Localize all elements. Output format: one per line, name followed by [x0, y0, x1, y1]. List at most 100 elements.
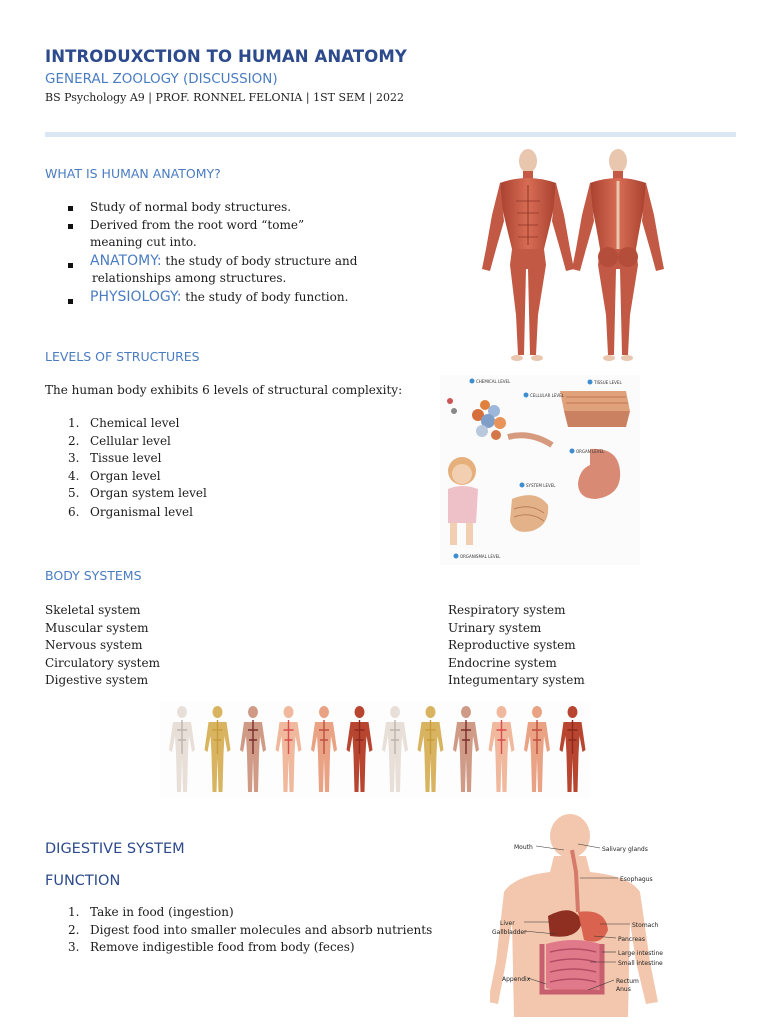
- label-tissue-level: TISSUE LEVEL: [593, 380, 622, 385]
- torso-silhouette: [490, 814, 658, 1017]
- tissue-block: [560, 391, 630, 427]
- label-organ-level: ORGAN LEVEL: [576, 449, 605, 454]
- bullet-marker: [68, 298, 73, 304]
- section-heading-anatomy: WHAT IS HUMAN ANATOMY?: [45, 166, 221, 181]
- body-system-silhouette: [382, 706, 408, 792]
- digestive-system-figure: Mouth Salivary glands Esophagus Liver Ga…: [490, 814, 663, 1017]
- list-item: Study of normal body structures.: [45, 199, 435, 217]
- bullet-text-continued: meaning cut into.: [90, 235, 197, 249]
- system-item: Digestive system: [45, 673, 149, 687]
- body-system-silhouette: [417, 706, 444, 792]
- label-appendix: Appendix: [502, 976, 531, 983]
- label-liver: Liver: [500, 920, 515, 927]
- label-gallbladder: Gallbladder: [492, 929, 527, 936]
- body-systems-left-column: Skeletal system Muscular system Nervous …: [45, 602, 295, 690]
- back-body: [572, 149, 664, 361]
- label-large-intestine: Large intestine: [618, 950, 663, 957]
- document-meta: BS Psychology A9 | PROF. RONNEL FELONIA …: [45, 91, 404, 104]
- label-esophagus: Esophagus: [620, 876, 653, 883]
- term-physiology: PHYSIOLOGY:: [90, 288, 182, 305]
- child-photo: [448, 457, 478, 545]
- digestive-function-list: 1.Take in food (ingestion) 2.Digest food…: [45, 904, 465, 957]
- list-item-text: Take in food (ingestion): [90, 905, 234, 919]
- list-item: 2.Cellular level: [68, 433, 171, 448]
- bullet-text-continued: relationships among structures.: [92, 271, 287, 285]
- list-item: ANATOMY: the study of body structure and…: [45, 253, 435, 288]
- term-anatomy: ANATOMY:: [90, 252, 162, 269]
- body-systems-right-column: Respiratory system Urinary system Reprod…: [448, 602, 698, 690]
- label-pancreas: Pancreas: [618, 936, 645, 943]
- label-system-level: SYSTEM LEVEL: [526, 483, 556, 488]
- system-item: Urinary system: [448, 620, 542, 635]
- list-item: PHYSIOLOGY: the study of body function.: [45, 289, 435, 307]
- liver-shape: [548, 910, 582, 937]
- label-stomach: Stomach: [632, 922, 659, 929]
- label-anus: Anus: [616, 986, 631, 993]
- bullet-text: the study of body function.: [181, 289, 349, 304]
- list-item: 1.Take in food (ingestion): [68, 905, 234, 919]
- body-system-silhouette: [559, 706, 586, 792]
- label-salivary-glands: Salivary glands: [602, 846, 648, 853]
- smooth-muscle-cell: [507, 432, 554, 448]
- label-organismal-level: ORGANISMAL LEVEL: [460, 554, 501, 559]
- list-item: 4.Organ level: [68, 468, 161, 483]
- digestive-system-illustration: [510, 495, 549, 532]
- body-system-silhouette: [275, 706, 302, 792]
- list-item-text: Cellular level: [90, 433, 171, 448]
- bullet-text: Derived from the root word “tome”: [90, 217, 305, 232]
- bullet-marker: [68, 206, 73, 211]
- list-item-text: Digest food into smaller molecules and a…: [90, 922, 433, 937]
- structural-levels-figure: CHEMICAL LEVEL CELLULAR LEVEL TISSUE LEV…: [440, 375, 640, 565]
- label-chemical-level: CHEMICAL LEVEL: [476, 379, 511, 384]
- levels-list: 1.Chemical level 2.Cellular level 3.Tiss…: [45, 415, 405, 521]
- body-system-silhouette: [204, 706, 231, 792]
- anatomy-bullet-list: Study of normal body structures. Derived…: [45, 199, 435, 306]
- molecule-cluster: [447, 398, 506, 440]
- stomach-shape: [578, 911, 608, 942]
- document-subtitle: GENERAL ZOOLOGY (DISCUSSION): [45, 71, 278, 87]
- list-item: 3.Remove indigestible food from body (fe…: [68, 940, 355, 954]
- body-system-silhouette: [169, 706, 195, 792]
- bullet-text: the study of body structure and: [161, 253, 358, 268]
- label-small-intestine: Small intestine: [618, 960, 663, 967]
- system-item: Reproductive system: [448, 638, 576, 652]
- list-item: 2.Digest food into smaller molecules and…: [68, 922, 433, 937]
- list-item: 6.Organismal level: [68, 504, 193, 519]
- label-mouth: Mouth: [514, 844, 533, 851]
- body-system-silhouette: [524, 706, 550, 792]
- body-system-silhouette: [346, 706, 373, 792]
- stomach-organ: [578, 448, 621, 499]
- digestive-function-heading: FUNCTION: [45, 873, 121, 889]
- list-item: 5.Organ system level: [68, 486, 207, 500]
- esophagus-tube: [570, 849, 580, 913]
- list-item-text: Remove indigestible food from body (fece…: [90, 940, 355, 954]
- document-title: INTRODUXCTION TO HUMAN ANATOMY: [45, 47, 407, 66]
- body-system-silhouette: [453, 706, 479, 792]
- section-heading-digestive: DIGESTIVE SYSTEM: [45, 841, 185, 857]
- label-rectum: Rectum: [616, 978, 639, 985]
- list-item-text: Organ system level: [90, 486, 207, 500]
- list-item-text: Tissue level: [90, 451, 162, 465]
- bullet-marker: [68, 262, 73, 268]
- body-system-silhouette: [488, 706, 515, 792]
- system-item: Nervous system: [45, 638, 143, 652]
- section-heading-body-systems: BODY SYSTEMS: [45, 568, 142, 583]
- list-item: Derived from the root word “tome” meaning…: [45, 217, 435, 252]
- front-body: [482, 149, 574, 361]
- list-item-text: Organ level: [90, 468, 161, 483]
- system-item: Integumentary system: [448, 673, 585, 687]
- list-item-text: Chemical level: [90, 416, 180, 430]
- intestines-shape: [546, 940, 602, 992]
- bullet-marker: [68, 223, 73, 229]
- list-item: 1.Chemical level: [68, 416, 180, 430]
- system-item: Muscular system: [45, 620, 149, 635]
- body-system-silhouette: [240, 706, 266, 792]
- body-system-silhouette: [311, 706, 337, 792]
- label-cellular-level: CELLULAR LEVEL: [530, 393, 565, 398]
- human-muscle-anatomy-figure: [482, 149, 664, 361]
- system-item: Endocrine system: [448, 655, 557, 670]
- bullet-text: Study of normal body structures.: [90, 200, 292, 214]
- levels-intro: The human body exhibits 6 levels of stru…: [45, 383, 403, 397]
- system-item: Circulatory system: [45, 655, 160, 670]
- list-item-text: Organismal level: [90, 504, 193, 519]
